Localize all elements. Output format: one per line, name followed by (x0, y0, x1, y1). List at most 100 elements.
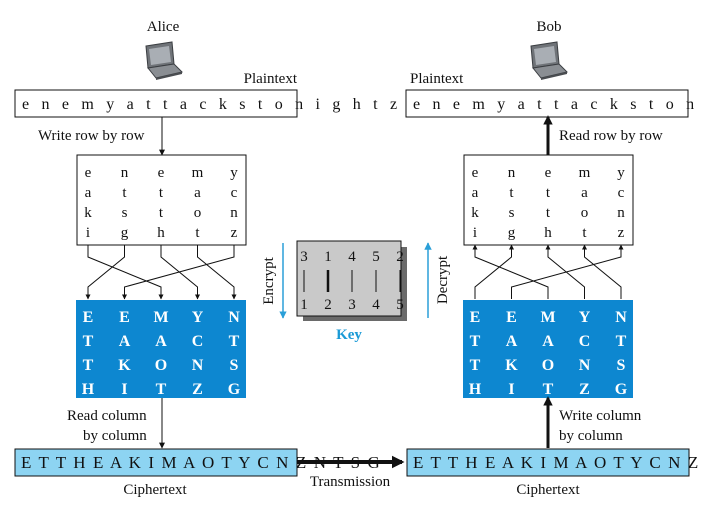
alice-cipher-grid-cell: N (228, 309, 240, 326)
bob-cipher-grid-cell: N (615, 309, 627, 326)
alice-plain-grid-cell: i (86, 225, 90, 241)
alice-cipher-grid-cell: T (83, 357, 94, 374)
bob-cipher-grid-cell: O (542, 357, 554, 374)
bob-plain-grid-cell: y (617, 165, 625, 181)
alice-cipher-grid-cell: T (156, 381, 167, 398)
alice-plain-grid-cell: a (194, 185, 201, 201)
alice-cipher-grid-cell: Z (192, 381, 203, 398)
key-bottom-digit: 3 (348, 297, 356, 313)
bob-plain-grid-cell: g (508, 225, 516, 241)
bob-cipher-grid-cell: T (616, 333, 627, 350)
alice-plain-grid-cell: o (194, 205, 202, 221)
alice-plain-grid (76, 154, 247, 246)
column-mapping-line (582, 244, 622, 299)
write-column-label-1: Write column (559, 408, 642, 424)
alice-cipher-grid (76, 300, 246, 398)
alice-ciphertext: E T T H E A K I M A O T Y C N Z N T S G (21, 453, 381, 472)
alice-ciphertext-label: Ciphertext (123, 482, 187, 498)
alice-plain-grid-cell: a (85, 185, 92, 201)
bob-plain-grid-cell: n (617, 205, 625, 221)
alice-cipher-grid-cell: O (155, 357, 167, 374)
key-top-digit: 3 (300, 249, 308, 265)
bob-plain-grid-cell: i (473, 225, 477, 241)
alice-plain-grid-cell: t (159, 185, 164, 201)
transmission-label: Transmission (310, 474, 391, 490)
bob-cipher-grid-cell: H (469, 381, 482, 398)
bob-cipher-grid-cell: C (579, 333, 591, 350)
bob-name: Bob (536, 19, 561, 35)
alice-cipher-grid-cell: T (229, 333, 240, 350)
bob-cipher-grid (463, 300, 633, 398)
bob-plain-grid-cell: t (509, 185, 514, 201)
bob-plain-grid-cell: s (509, 205, 515, 221)
column-mapping-line (87, 245, 164, 300)
column-mapping-line (511, 244, 624, 299)
alice-ciphertext-box (14, 448, 298, 477)
alice-column-crossing-lines (85, 245, 237, 300)
bob-cipher-grid-cell: G (615, 381, 628, 398)
read-column-label-1: Read column (67, 408, 147, 424)
bob-plain-grid-cell: n (508, 165, 516, 181)
bob-plain-grid-cell: c (618, 185, 625, 201)
alice-plaintext-box (14, 89, 298, 118)
alice-cipher-grid-cell: Y (192, 309, 204, 326)
alice-cipher-grid-cell: H (82, 381, 95, 398)
bob-plain-grid-cell: k (471, 205, 479, 221)
bob-column-crossing-lines (472, 244, 624, 299)
column-mapping-line (474, 244, 514, 299)
bob-cipher-grid-cell: N (579, 357, 591, 374)
bob-cipher-grid-cell: K (505, 357, 518, 374)
bob-plain-grid-cell: o (581, 205, 589, 221)
bob-plain-grid-cell: t (546, 205, 551, 221)
key-top-digit: 1 (324, 249, 332, 265)
bob-cipher-grid-cell: T (470, 357, 481, 374)
bob-cipher-grid-cell: T (543, 381, 554, 398)
write-row-label: Write row by row (38, 128, 145, 144)
read-row-label: Read row by row (559, 128, 663, 144)
key-label: Key (336, 327, 362, 343)
key-bottom-digit: 1 (300, 297, 308, 313)
alice-plain-grid-cell: g (121, 225, 129, 241)
bob-cipher-grid-cell: S (617, 357, 626, 374)
bob-plain-grid-cell: t (582, 225, 587, 241)
bob-cipher-grid-cell: T (470, 333, 481, 350)
bob-plain-grid-cell: m (579, 165, 591, 181)
key-bottom-digit: 4 (372, 297, 380, 313)
column-mapping-line (197, 245, 237, 300)
alice-plain-grid-cell: h (157, 225, 165, 241)
write-column-label-2: by column (559, 428, 623, 444)
alice-cipher-grid-cell: E (119, 309, 130, 326)
bob-cipher-grid-cell: Y (579, 309, 591, 326)
key-top-digit: 5 (372, 249, 380, 265)
key-box (296, 240, 402, 317)
bob-plain-grid-cell: t (546, 185, 551, 201)
laptop-icon (530, 41, 568, 81)
alice-cipher-grid-cell: N (192, 357, 204, 374)
alice-cipher-grid-cell: K (118, 357, 131, 374)
bob-ciphertext-box (406, 448, 690, 477)
column-mapping-line (85, 245, 125, 300)
column-mapping-line (472, 244, 549, 299)
alice-plain-grid-cell: e (85, 165, 92, 181)
bob-plain-grid-cell: e (472, 165, 479, 181)
alice-cipher-grid-cell: E (83, 309, 94, 326)
bob-cipher-grid-cell: I (508, 381, 514, 398)
bob-plain-grid-cell: e (545, 165, 552, 181)
key-top-digit: 2 (396, 249, 404, 265)
alice-plain-grid-cell: z (231, 225, 238, 241)
alice-cipher-grid-cell: I (121, 381, 127, 398)
bob-ciphertext-label: Ciphertext (516, 482, 580, 498)
column-mapping-line (122, 245, 235, 300)
bob-plain-grid-cell: h (544, 225, 552, 241)
bob-cipher-grid-cell: A (506, 333, 518, 350)
bob-plain-grid (463, 154, 634, 246)
alice-plain-grid-cell: y (230, 165, 238, 181)
bob-cipher-grid-cell: E (470, 309, 481, 326)
bob-plain-grid-cell: a (581, 185, 588, 201)
